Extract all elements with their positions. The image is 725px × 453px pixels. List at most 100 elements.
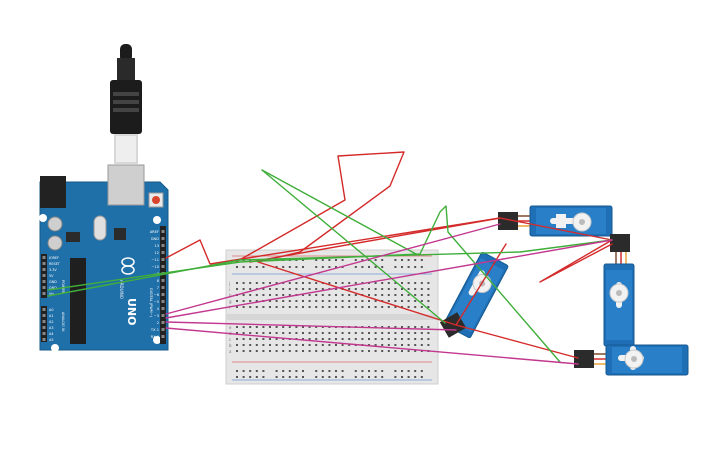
breadboard-hole[interactable]	[249, 350, 252, 352]
breadboard-hole[interactable]	[302, 282, 304, 284]
breadboard-hole[interactable]	[328, 338, 331, 340]
power-rail-hole[interactable]	[321, 376, 324, 378]
breadboard-hole[interactable]	[335, 306, 337, 308]
digital-pin[interactable]	[161, 328, 165, 331]
breadboard-hole[interactable]	[282, 326, 285, 328]
breadboard-hole[interactable]	[368, 350, 370, 352]
breadboard-hole[interactable]	[275, 306, 278, 308]
power-rail-hole[interactable]	[335, 266, 337, 268]
breadboard-hole[interactable]	[269, 282, 271, 284]
breadboard-hole[interactable]	[255, 326, 258, 328]
breadboard-hole[interactable]	[335, 332, 337, 334]
breadboard-hole[interactable]	[401, 326, 403, 328]
power-rail-hole[interactable]	[295, 266, 298, 268]
breadboard-hole[interactable]	[381, 344, 384, 346]
digital-pin[interactable]	[161, 244, 165, 247]
power-rail-hole[interactable]	[354, 370, 357, 372]
breadboard-hole[interactable]	[374, 288, 377, 290]
breadboard-hole[interactable]	[282, 306, 285, 308]
breadboard-hole[interactable]	[321, 338, 324, 340]
breadboard-hole[interactable]	[354, 300, 357, 302]
breadboard-hole[interactable]	[302, 350, 304, 352]
breadboard-hole[interactable]	[275, 338, 278, 340]
arduino-uno-board[interactable]: UNO ARDUINO POWER ANALOG IN DIGITAL (PWM…	[39, 164, 169, 352]
power-rail-hole[interactable]	[236, 370, 238, 372]
breadboard-hole[interactable]	[407, 282, 410, 284]
breadboard-hole[interactable]	[321, 288, 324, 290]
power-rail-hole[interactable]	[394, 370, 397, 372]
power-rail-hole[interactable]	[414, 266, 417, 268]
breadboard-hole[interactable]	[328, 300, 331, 302]
breadboard-hole[interactable]	[288, 344, 291, 346]
breadboard-hole[interactable]	[427, 294, 430, 296]
breadboard-hole[interactable]	[242, 282, 245, 284]
breadboard-hole[interactable]	[302, 288, 304, 290]
usb-cable[interactable]	[110, 44, 142, 164]
breadboard-hole[interactable]	[242, 294, 245, 296]
power-rail-hole[interactable]	[341, 259, 344, 261]
power-rail-hole[interactable]	[302, 370, 304, 372]
breadboard-hole[interactable]	[348, 344, 351, 346]
power-pin[interactable]	[42, 256, 46, 259]
breadboard-hole[interactable]	[368, 332, 370, 334]
breadboard-hole[interactable]	[242, 338, 245, 340]
breadboard-hole[interactable]	[394, 338, 397, 340]
servo-3[interactable]	[603, 234, 635, 347]
breadboard-hole[interactable]	[407, 338, 410, 340]
power-rail-hole[interactable]	[335, 376, 337, 378]
breadboard-hole[interactable]	[302, 294, 304, 296]
breadboard-hole[interactable]	[308, 338, 311, 340]
breadboard-hole[interactable]	[282, 294, 285, 296]
power-rail-hole[interactable]	[368, 370, 370, 372]
digital-pin[interactable]	[161, 258, 165, 261]
breadboard-hole[interactable]	[420, 332, 423, 334]
breadboard-hole[interactable]	[288, 332, 291, 334]
breadboard-hole[interactable]	[236, 344, 238, 346]
breadboard-hole[interactable]	[414, 300, 417, 302]
breadboard-hole[interactable]	[242, 288, 245, 290]
breadboard-hole[interactable]	[255, 332, 258, 334]
power-rail-hole[interactable]	[282, 370, 285, 372]
servo-1[interactable]	[498, 205, 613, 237]
breadboard-hole[interactable]	[262, 306, 265, 308]
wire-magenta[interactable]	[165, 223, 501, 315]
power-rail-hole[interactable]	[236, 376, 238, 378]
breadboard-hole[interactable]	[374, 332, 377, 334]
breadboard-hole[interactable]	[381, 326, 384, 328]
breadboard-hole[interactable]	[420, 282, 423, 284]
digital-pin[interactable]	[161, 314, 165, 317]
power-rail-hole[interactable]	[282, 376, 285, 378]
breadboard-hole[interactable]	[387, 306, 390, 308]
breadboard-hole[interactable]	[255, 344, 258, 346]
power-rail-hole[interactable]	[394, 376, 397, 378]
power-rail-hole[interactable]	[414, 376, 417, 378]
power-rail-hole[interactable]	[374, 370, 377, 372]
breadboard-hole[interactable]	[321, 332, 324, 334]
power-rail-hole[interactable]	[242, 376, 245, 378]
breadboard-hole[interactable]	[282, 288, 285, 290]
power-rail-hole[interactable]	[368, 266, 370, 268]
breadboard-hole[interactable]	[295, 350, 298, 352]
servo-4[interactable]	[574, 344, 689, 376]
breadboard-hole[interactable]	[368, 344, 370, 346]
power-rail-hole[interactable]	[401, 376, 403, 378]
breadboard-hole[interactable]	[401, 300, 403, 302]
power-rail-hole[interactable]	[414, 259, 417, 261]
breadboard-hole[interactable]	[354, 306, 357, 308]
breadboard-hole[interactable]	[374, 300, 377, 302]
power-rail-hole[interactable]	[341, 370, 344, 372]
wire-green[interactable]	[261, 169, 446, 324]
breadboard-hole[interactable]	[262, 294, 265, 296]
breadboard-hole[interactable]	[414, 338, 417, 340]
breadboard-hole[interactable]	[315, 294, 318, 296]
breadboard-hole[interactable]	[328, 350, 331, 352]
breadboard-hole[interactable]	[348, 300, 351, 302]
power-rail-hole[interactable]	[288, 370, 291, 372]
breadboard-hole[interactable]	[242, 300, 245, 302]
power-rail-hole[interactable]	[401, 259, 403, 261]
breadboard-hole[interactable]	[394, 332, 397, 334]
power-rail-hole[interactable]	[315, 370, 318, 372]
digital-pin[interactable]	[161, 300, 165, 303]
breadboard-hole[interactable]	[275, 288, 278, 290]
breadboard-hole[interactable]	[275, 282, 278, 284]
